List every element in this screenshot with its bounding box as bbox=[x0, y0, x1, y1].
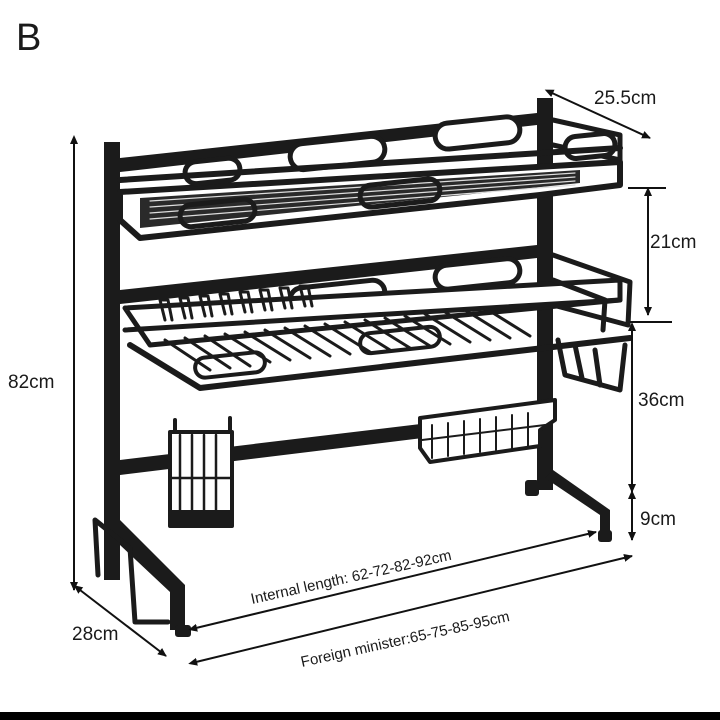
side-cup-holder bbox=[550, 252, 633, 393]
tier-upper-label: 21cm bbox=[650, 232, 696, 253]
foreign-length-label: Foreign minister:65-75-85-95cm bbox=[299, 608, 511, 671]
right-leg bbox=[545, 470, 610, 540]
internal-length-label: Internal length: 62-72-82-92cm bbox=[249, 547, 453, 608]
tier-lower-label: 36cm bbox=[638, 390, 684, 411]
rack-illustration bbox=[92, 98, 633, 637]
depth-top-label: 25.5cm bbox=[594, 88, 656, 109]
utensil-holder bbox=[168, 416, 234, 528]
depth-base-label: 28cm bbox=[72, 624, 118, 645]
foreign-length-arrow bbox=[188, 554, 633, 666]
base-height-label: 9cm bbox=[640, 509, 676, 530]
bottom-border-bar bbox=[0, 712, 720, 720]
hanging-basket bbox=[418, 398, 557, 464]
total-height-label: 82cm bbox=[8, 372, 54, 393]
depth-base-arrow bbox=[73, 585, 167, 657]
left-foot bbox=[120, 520, 185, 630]
left-post bbox=[104, 142, 120, 580]
depth-top-arrow bbox=[544, 89, 651, 139]
dimension-lines bbox=[70, 89, 672, 666]
variant-label: B bbox=[16, 17, 41, 59]
